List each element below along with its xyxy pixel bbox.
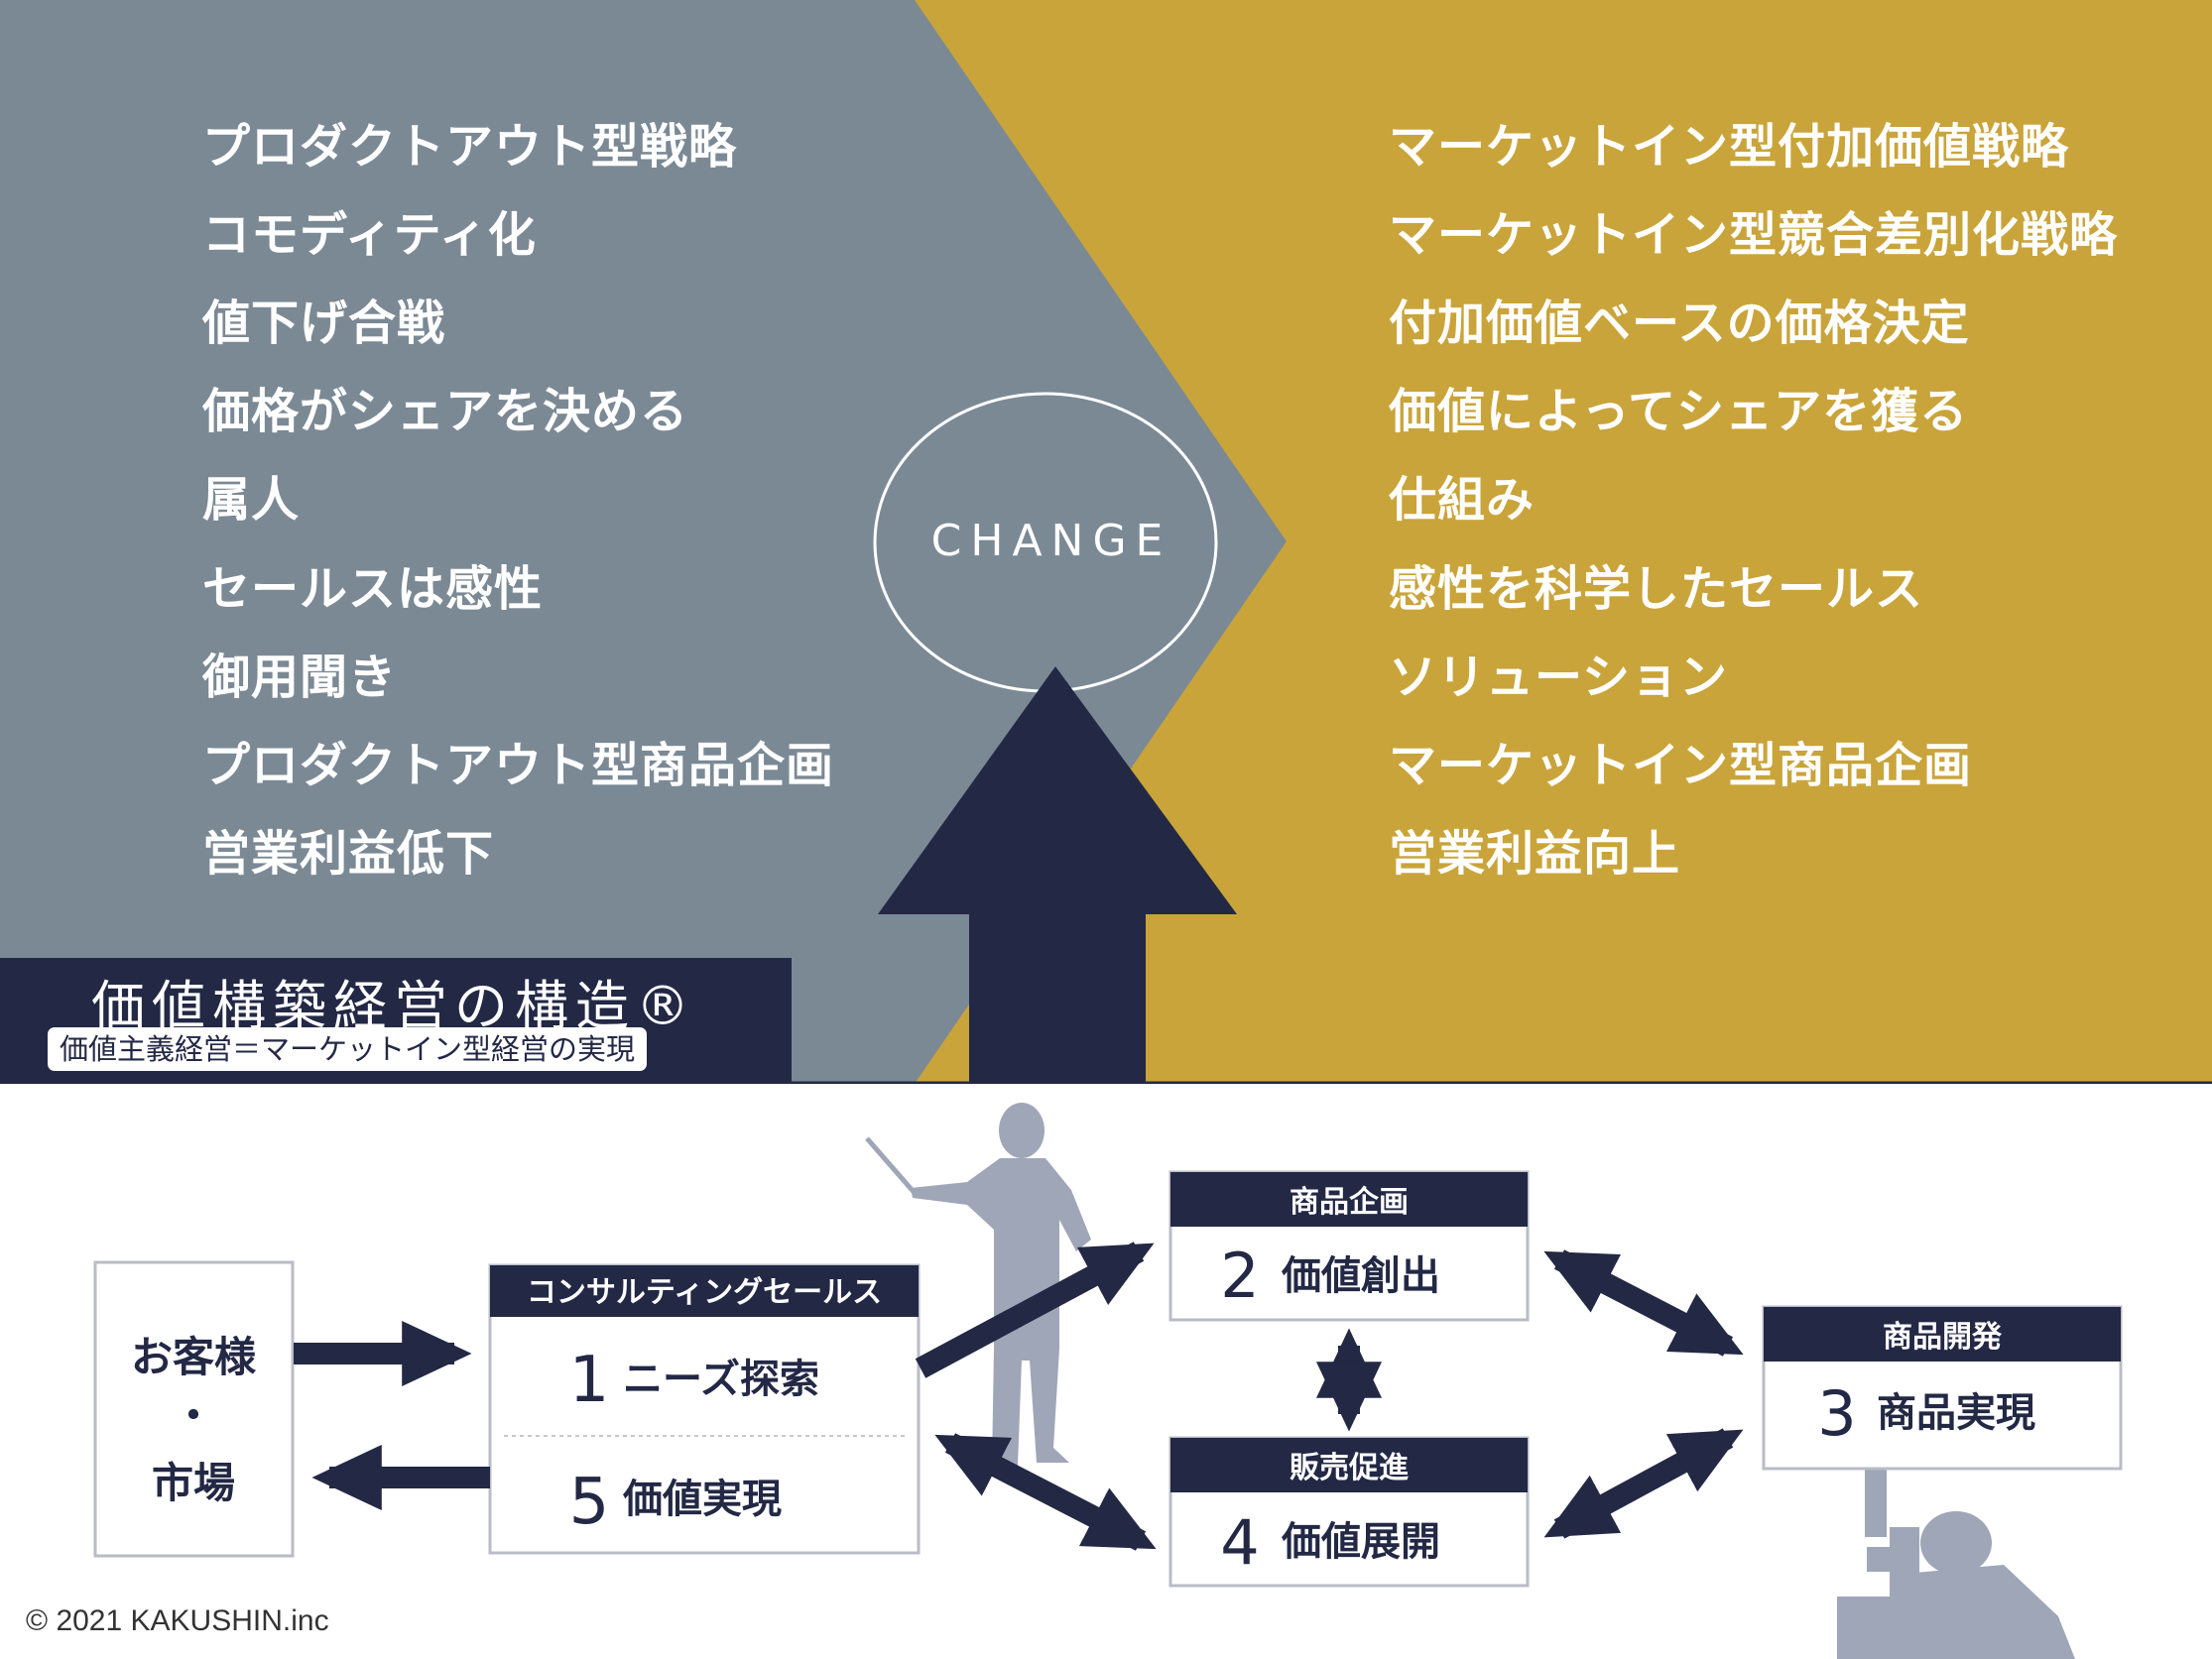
- subtitle-badge: 価値主義経営＝マーケットイン型経営の実現: [48, 1027, 648, 1071]
- product-planning-box: 商品企画 2 価値創出: [1168, 1170, 1530, 1322]
- flow-arrows: [294, 1242, 1744, 1551]
- product-development-box: 商品開発 3 商品実現: [1762, 1305, 2123, 1471]
- change-label: CHANGE: [931, 516, 1172, 566]
- step4-number: 4: [1220, 1506, 1259, 1579]
- right-item: マーケットイン型商品企画: [1389, 738, 1973, 793]
- copyright: © 2021 KAKUSHIN.inc: [26, 1604, 329, 1637]
- step1-number: 1: [569, 1344, 610, 1417]
- customer-market-box: お客様 ・ 市場: [93, 1260, 295, 1558]
- market-label: 市場: [152, 1459, 235, 1507]
- step1-label: ニーズ探索: [623, 1357, 819, 1402]
- step2-label: 価値創出: [1281, 1253, 1440, 1299]
- left-item: 御用聞き: [202, 650, 398, 705]
- separator-dot: ・: [173, 1391, 214, 1440]
- scientist-silhouette: [1837, 1468, 2075, 1659]
- right-item: ソリューション: [1389, 650, 1729, 705]
- right-item: マーケットイン型競合差別化戦略: [1389, 207, 2119, 263]
- step4-label: 価値展開: [1281, 1519, 1440, 1565]
- right-item: マーケットイン型付加価値戦略: [1389, 119, 2070, 175]
- right-item: 付加価値ベースの価格決定: [1389, 296, 1970, 351]
- arrow-consulting-promotion: [934, 1433, 1157, 1551]
- process-diagram: お客様 ・ 市場 コンサルティングセールス 1 ニーズ探索 5 価値実現 商品企…: [93, 1103, 2123, 1659]
- development-header: 商品開発: [1883, 1320, 2003, 1355]
- step5-label: 価値実現: [622, 1477, 782, 1522]
- left-item: プロダクトアウト型戦略: [202, 119, 738, 175]
- planning-header: 商品企画: [1290, 1185, 1409, 1220]
- consulting-sales-box: コンサルティングセールス 1 ニーズ探索 5 価値実現: [488, 1263, 921, 1555]
- right-item: 営業利益向上: [1389, 826, 1681, 882]
- left-item: 価格がシェアを決める: [202, 384, 689, 439]
- arrow-consulting-to-planning: [915, 1242, 1155, 1378]
- before-after-panel: CHANGE: [0, 0, 2212, 1084]
- up-arrow: [878, 666, 1237, 1084]
- right-item: 価値によってシェアを獲る: [1389, 384, 1969, 439]
- right-item: 感性を科学したセールス: [1389, 561, 1924, 617]
- sales-promotion-box: 販売促進 4 価値展開: [1168, 1436, 1530, 1588]
- left-item: セールスは感性: [202, 561, 544, 617]
- subtitle-text: 価値主義経営＝マーケットイン型経営の実現: [60, 1032, 636, 1066]
- right-item: 仕組み: [1389, 472, 1536, 528]
- arrow-development-promotion: [1543, 1428, 1744, 1539]
- arrow-planning-development: [1543, 1249, 1744, 1357]
- step2-number: 2: [1220, 1240, 1259, 1312]
- left-item: コモディティ化: [202, 207, 537, 263]
- step3-number: 3: [1817, 1377, 1856, 1450]
- left-item: プロダクトアウト型商品企画: [202, 738, 835, 793]
- title-box: 価値構築経営の構造® 価値主義経営＝マーケットイン型経営の実現: [0, 958, 792, 1083]
- title-text: 価値構築経営の構造®: [91, 975, 696, 1037]
- customer-label: お客様: [131, 1333, 257, 1381]
- left-item: 属人: [202, 472, 301, 528]
- consulting-header: コンサルティングセールス: [527, 1275, 882, 1310]
- left-item: 値下げ合戦: [202, 296, 446, 351]
- right-panel-bg: [915, 0, 2212, 1084]
- step3-label: 商品実現: [1877, 1390, 2035, 1436]
- step5-number: 5: [569, 1466, 610, 1539]
- presenter-silhouette: [865, 1103, 1091, 1466]
- promotion-header: 販売促進: [1290, 1451, 1409, 1485]
- left-item: 営業利益低下: [202, 826, 495, 882]
